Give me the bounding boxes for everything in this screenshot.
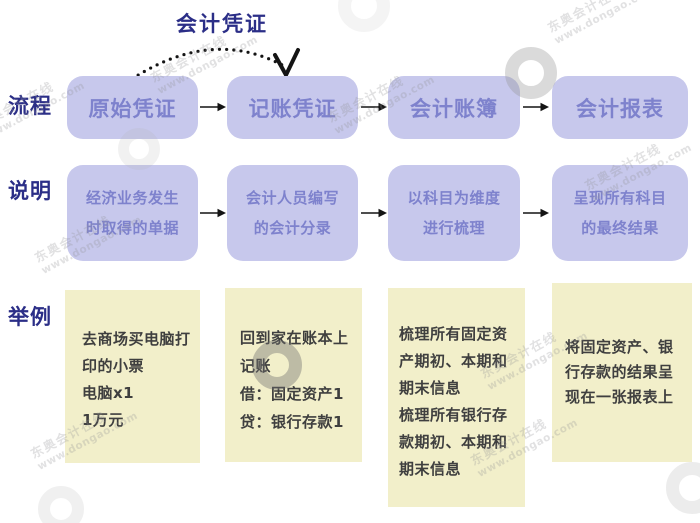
flow-step-original-voucher: 原始凭证 (67, 76, 198, 139)
flow-step-account-books: 会计账簿 (388, 76, 520, 139)
example-original-voucher: 去商场买电脑打 印的小票 电脑x1 1万元 (65, 290, 200, 463)
arrow-right-icon (361, 102, 387, 112)
arrow-right-icon (361, 208, 387, 218)
dongao-logo-watermark-icon (38, 486, 84, 523)
diagram-title: 会计凭证 (176, 12, 268, 36)
arrow-right-icon (200, 102, 226, 112)
example-financial-statements: 将固定资产、银 行存款的结果呈 现在一张报表上 (552, 283, 692, 462)
flow-step-bookkeeping-voucher: 记账凭证 (227, 76, 358, 139)
arrow-right-icon (200, 208, 226, 218)
desc-original-voucher: 经济业务发生 时取得的单据 (67, 165, 198, 261)
desc-account-books: 以科目为维度 进行梳理 (388, 165, 520, 261)
flow-step-financial-statements: 会计报表 (552, 76, 688, 139)
example-account-books: 梳理所有固定资 产期初、本期和 期末信息 梳理所有银行存 款期初、本期和 期末信… (388, 288, 525, 507)
row-label-example: 举例 (8, 305, 52, 329)
arrow-right-icon (523, 208, 549, 218)
desc-bookkeeping-voucher: 会计人员编写 的会计分录 (227, 165, 358, 261)
dongao-logo-watermark-icon (338, 0, 390, 32)
desc-financial-statements: 呈现所有科目 的最终结果 (552, 165, 688, 261)
row-label-description: 说明 (8, 179, 52, 203)
example-bookkeeping-voucher: 回到家在账本上 记账 借：固定资产1 贷：银行存款1 (225, 288, 362, 462)
row-label-process: 流程 (8, 94, 52, 118)
dotted-curve-arrow-icon (130, 47, 300, 81)
arrow-right-icon (523, 102, 549, 112)
dongao-logo-watermark-icon (666, 462, 700, 514)
